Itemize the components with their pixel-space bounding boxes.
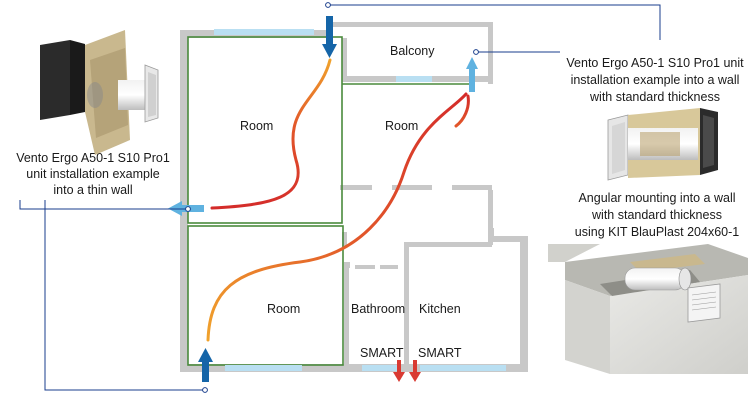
wall-balcony-right <box>488 22 493 84</box>
leader-thin-wall-bottom <box>44 200 205 391</box>
caption-standard-wall-line-1: Vento Ergo A50-1 S10 Pro1 unit <box>566 56 744 70</box>
leader-endpoints <box>185 2 479 393</box>
windows <box>214 29 506 371</box>
bathroom-left-wall <box>344 264 349 364</box>
caption-angular: Angular mounting into a wall with standa… <box>575 191 740 239</box>
window-kitchen <box>420 365 506 371</box>
leader-thin-wall <box>19 200 188 210</box>
label-room-left-upper: Room <box>240 119 273 133</box>
label-smart-kitchen: SMART <box>418 346 462 360</box>
caption-angular-line-2: with standard thickness <box>591 208 722 222</box>
label-smart-bathroom: SMART <box>360 346 404 360</box>
arrow-bottom-up-icon <box>198 348 213 382</box>
exterior-walls <box>180 22 528 372</box>
label-bathroom: Bathroom <box>351 302 405 316</box>
partition-c <box>452 185 492 190</box>
flow-bottom-to-middle <box>206 92 468 342</box>
smart-arrow-bathroom-icon <box>393 360 405 382</box>
smart-arrow-kitchen-icon <box>409 360 421 382</box>
air-flows <box>206 58 470 342</box>
wall-top-balcony <box>332 22 490 27</box>
kitchen-top-wall <box>404 242 492 247</box>
window-bottom-room <box>225 365 302 371</box>
leader-lines <box>19 4 661 391</box>
caption-thin-wall: Vento Ergo A50-1 S10 Pro1 unit installat… <box>16 151 170 197</box>
vent-arrows <box>168 16 478 382</box>
label-room-bottom: Room <box>267 302 300 316</box>
window-top-left <box>214 29 314 35</box>
leader-top-right <box>328 4 661 40</box>
label-kitchen: Kitchen <box>419 302 461 316</box>
caption-thin-wall-line-1: Vento Ergo A50-1 S10 Pro1 <box>16 151 170 165</box>
caption-standard-wall-line-3: with standard thickness <box>589 90 720 104</box>
wall-left <box>180 30 188 371</box>
window-balcony <box>396 76 432 82</box>
caption-thin-wall-line-2: unit installation example <box>26 167 159 181</box>
angular-mounting-illustration <box>548 244 748 374</box>
bath-corner <box>344 262 350 268</box>
caption-thin-wall-line-3: into a thin wall <box>53 183 132 197</box>
caption-standard-wall: Vento Ergo A50-1 S10 Pro1 unit installat… <box>566 56 744 104</box>
wall-right-lower <box>520 236 528 372</box>
label-balcony: Balcony <box>390 44 435 58</box>
bathroom-right-wall <box>404 245 409 364</box>
caption-standard-wall-line-2: installation example into a wall <box>571 73 740 87</box>
partition-room-left-upper <box>187 36 343 224</box>
flow-middle-hook <box>454 94 470 128</box>
mid-right-wall <box>488 190 493 245</box>
wall-right-step <box>489 236 528 242</box>
flow-left-upper <box>210 58 332 210</box>
bath-door-1 <box>355 265 375 269</box>
partition-b <box>392 185 432 190</box>
window-bathroom <box>362 365 398 371</box>
partition-room-bottom <box>187 225 344 366</box>
arrow-balcony-up-icon <box>466 57 478 92</box>
caption-angular-line-3: using KIT BlauPlast 204x60-1 <box>575 225 740 239</box>
label-room-middle-upper: Room <box>385 119 418 133</box>
balcony-left-wall <box>342 38 347 82</box>
bath-door-2 <box>380 265 398 269</box>
arrow-top-down-icon <box>322 16 337 58</box>
standard-wall-unit-illustration <box>607 108 718 181</box>
partition-a <box>340 185 372 190</box>
partition-d <box>342 232 347 247</box>
caption-angular-line-1: Angular mounting into a wall <box>578 191 735 205</box>
thin-wall-unit-illustration <box>40 30 159 155</box>
wall-bottom <box>180 364 527 372</box>
